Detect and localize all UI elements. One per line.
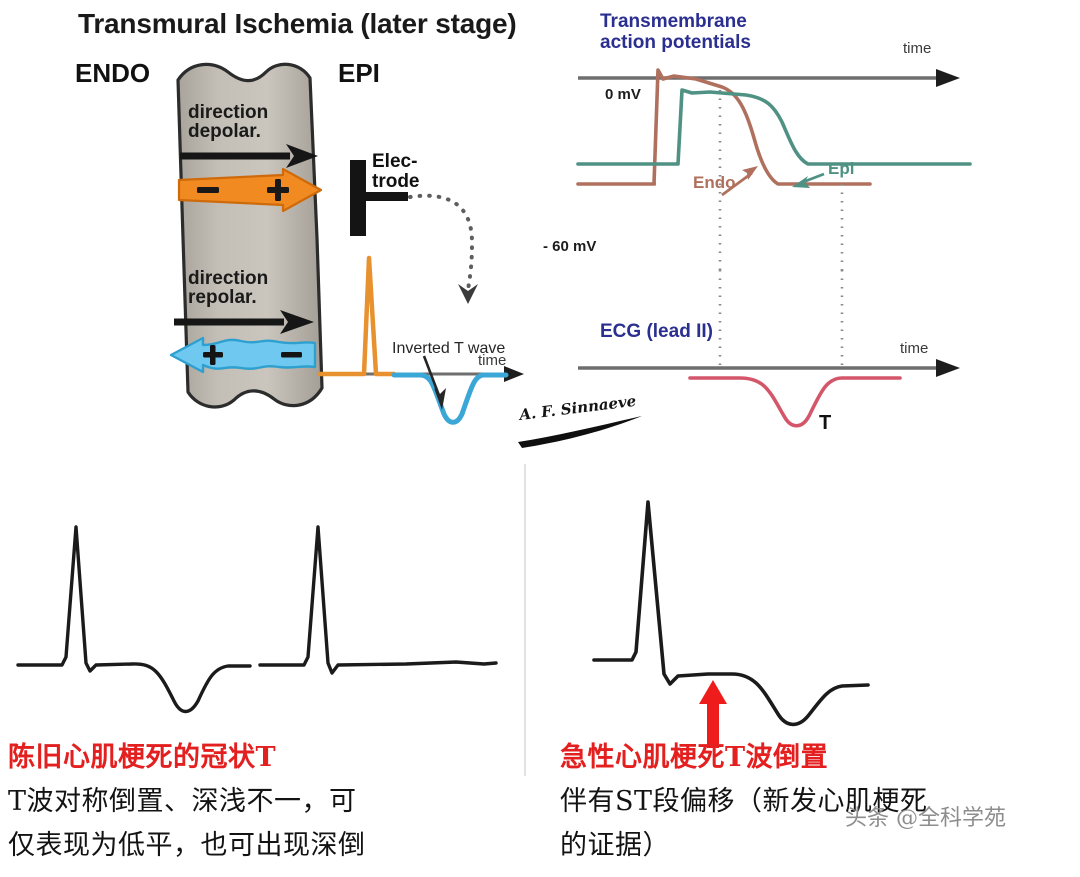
- t-wave-label: T: [819, 412, 832, 434]
- direction-repolar-label: direction repolar.: [188, 269, 268, 308]
- left-caption-line2: 仅表现为低平，也可出现深倒: [8, 830, 366, 861]
- time-axis-arrowhead-icon: [936, 69, 960, 87]
- inverted-t-wave-blue: [391, 372, 509, 425]
- electrode-label-line1: Elec-: [372, 151, 418, 172]
- left-caption-line1: T波对称倒置、深浅不一，可: [8, 786, 357, 817]
- epi-action-potential-curve: [576, 88, 972, 166]
- ecg-trace-acute-mi: [592, 500, 870, 727]
- repolarization-direction-arrow-icon: [174, 310, 314, 334]
- endo-label: ENDO: [75, 58, 151, 88]
- inverted-t-wave-annotation: Inverted T wave: [392, 340, 506, 357]
- action-potentials-title-line2: action potentials: [600, 31, 751, 53]
- st-deviation-red-arrow-icon: [699, 680, 727, 748]
- small-trace-time-label: time: [478, 352, 507, 369]
- action-potentials-chart: [576, 68, 972, 272]
- electrode-label-line2: trode: [372, 170, 420, 192]
- electrode-recording-trace: [317, 255, 524, 425]
- y-label-0mv: 0 mV: [605, 86, 641, 103]
- left-caption-title: 陈旧心肌梗死的冠状T: [8, 742, 277, 773]
- depolarization-direction-arrow-icon: [180, 144, 318, 168]
- ecg-inverted-t-trace: [688, 376, 902, 428]
- endo-series-label: Endo: [693, 173, 736, 192]
- action-potentials-time-label: time: [903, 40, 932, 57]
- author-signature: A. F. Sinnaeve: [516, 392, 642, 448]
- depolarization-dipole-arrow-icon: [177, 167, 323, 213]
- watermark: 头条 @全科学苑: [845, 806, 1006, 831]
- time-axis-arrowhead-icon: [504, 366, 524, 382]
- ecg-lead-ii-chart: [578, 359, 960, 428]
- y-label-minus60mv: - 60 mV: [543, 238, 597, 255]
- epi-label: EPI: [338, 58, 380, 88]
- action-potentials-title-line1: Transmembrane: [600, 11, 747, 32]
- ecg-time-label: time: [900, 340, 929, 357]
- electrode-label: Elec- trode: [372, 152, 420, 192]
- dipole-minus-sign-icon: [197, 187, 219, 193]
- right-caption-title: 急性心肌梗死T波倒置: [560, 742, 829, 773]
- section-divider: [524, 464, 526, 776]
- svg-text:A. F. Sinnaeve: A. F. Sinnaeve: [516, 392, 637, 424]
- direction-depolar-line1: direction: [188, 102, 269, 123]
- page-title: Transmural Ischemia (later stage): [78, 8, 517, 39]
- endo-action-potential-curve: [576, 68, 872, 186]
- dipole-plus-sign-icon: [267, 179, 289, 201]
- repolarization-dipole-arrow-icon: [169, 336, 317, 374]
- direction-depolar-label: direction depolar.: [188, 103, 268, 142]
- dipole-plus-sign-icon: [203, 345, 223, 365]
- right-caption-line1: 伴有ST段偏移（新发心肌梗死: [560, 786, 928, 817]
- qrs-complex-orange: [317, 255, 397, 377]
- right-caption-line2: 的证据）: [560, 830, 670, 861]
- ecg-trace-coronary-t: [16, 525, 252, 714]
- electrode-icon: [350, 160, 478, 304]
- ecg-lead-title: ECG (lead II): [600, 321, 713, 342]
- time-axis-arrowhead-icon: [936, 359, 960, 377]
- dipole-minus-sign-icon: [281, 352, 302, 358]
- direction-depolar-line2: depolar.: [188, 121, 261, 143]
- direction-repolar-line2: repolar.: [188, 287, 257, 309]
- ecg-trace-flat-t: [258, 525, 498, 675]
- action-potentials-title: Transmembrane action potentials: [600, 11, 751, 53]
- direction-repolar-line1: direction: [188, 268, 269, 289]
